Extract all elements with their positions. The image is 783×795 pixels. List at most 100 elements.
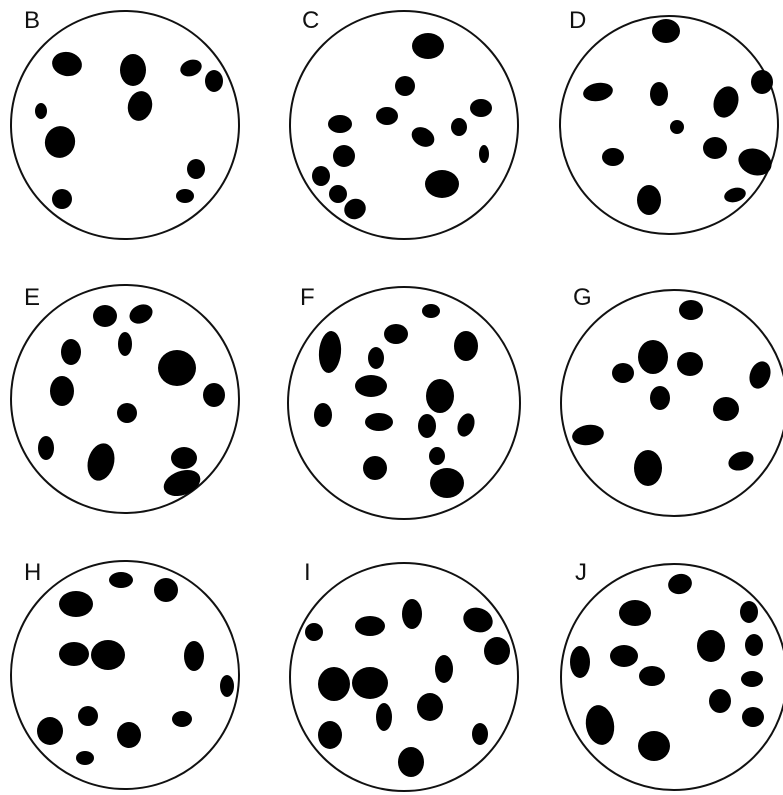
panel-label-b: B (24, 7, 40, 34)
panel-d: D (560, 7, 778, 234)
particle (314, 403, 332, 427)
circle-g (561, 290, 783, 516)
particle (365, 413, 393, 431)
particle (652, 19, 680, 43)
particle (402, 599, 422, 629)
particle (637, 185, 661, 215)
particle (703, 137, 727, 159)
particle (109, 572, 133, 588)
particle (697, 630, 725, 662)
particle (639, 666, 665, 686)
particle (429, 447, 445, 465)
particle (670, 120, 684, 134)
particle (355, 375, 387, 397)
particle (418, 414, 436, 438)
particle (305, 623, 323, 641)
panel-label-e: E (24, 284, 40, 311)
particle (751, 70, 773, 94)
panel-label-c: C (302, 7, 319, 34)
particle (328, 115, 352, 133)
particle (184, 641, 204, 671)
particle (602, 148, 624, 166)
particle (333, 145, 355, 167)
circle-b (11, 11, 239, 239)
particle (742, 707, 764, 727)
particle (384, 324, 408, 344)
particle (741, 671, 763, 687)
panel-label-d: D (569, 7, 586, 34)
particle (352, 667, 388, 699)
particle (318, 667, 350, 701)
particle (619, 600, 651, 626)
circle-d (560, 16, 778, 234)
particle (120, 54, 146, 86)
particle (118, 332, 132, 356)
particle (679, 300, 703, 320)
particle (740, 601, 758, 623)
particle (376, 703, 392, 731)
particle (59, 642, 89, 666)
particle (417, 693, 443, 721)
particle (745, 634, 763, 656)
particle (650, 82, 668, 106)
particle (451, 118, 467, 136)
panel-label-j: J (575, 559, 587, 586)
particle (312, 166, 330, 186)
particle (368, 347, 384, 369)
panel-c: C (290, 7, 518, 239)
particle (205, 70, 223, 92)
particle (355, 616, 385, 636)
particle (677, 352, 703, 376)
particle (50, 376, 74, 406)
particle (154, 578, 178, 602)
particle (363, 456, 387, 480)
particle (479, 145, 489, 163)
particle (713, 397, 739, 421)
particle (612, 363, 634, 383)
panel-label-f: F (300, 284, 315, 311)
particle (484, 637, 510, 665)
panel-e: E (11, 284, 239, 513)
particle (93, 305, 117, 327)
particle (638, 340, 668, 374)
particle (376, 107, 398, 125)
particle (76, 751, 94, 765)
particle (176, 189, 194, 203)
particle (220, 675, 234, 697)
particle (638, 731, 670, 761)
particle (470, 99, 492, 117)
panel-h: H (11, 559, 239, 789)
particle (412, 33, 444, 59)
panel-i: I (290, 559, 518, 791)
particle (650, 386, 670, 410)
particle (38, 436, 54, 460)
circle-f (288, 287, 520, 519)
particle (59, 591, 93, 617)
particle (187, 159, 205, 179)
particle (570, 646, 590, 678)
particle (117, 403, 137, 423)
particle (172, 711, 192, 727)
particle (398, 747, 424, 777)
panel-f: F (288, 284, 520, 519)
particle (426, 379, 454, 413)
particle (709, 689, 731, 713)
panel-g: G (561, 284, 783, 516)
circle-h (11, 561, 239, 789)
particle (61, 339, 81, 365)
particle (395, 76, 415, 96)
particle (91, 640, 125, 670)
particle (37, 717, 63, 745)
particle (52, 189, 72, 209)
panel-j: J (561, 559, 783, 790)
particle (318, 721, 342, 749)
particle (78, 706, 98, 726)
particle (425, 170, 459, 198)
panel-label-h: H (24, 559, 41, 586)
particle (35, 103, 47, 119)
particle (435, 655, 453, 683)
particle (329, 185, 347, 203)
particle (610, 645, 638, 667)
particle (454, 331, 478, 361)
